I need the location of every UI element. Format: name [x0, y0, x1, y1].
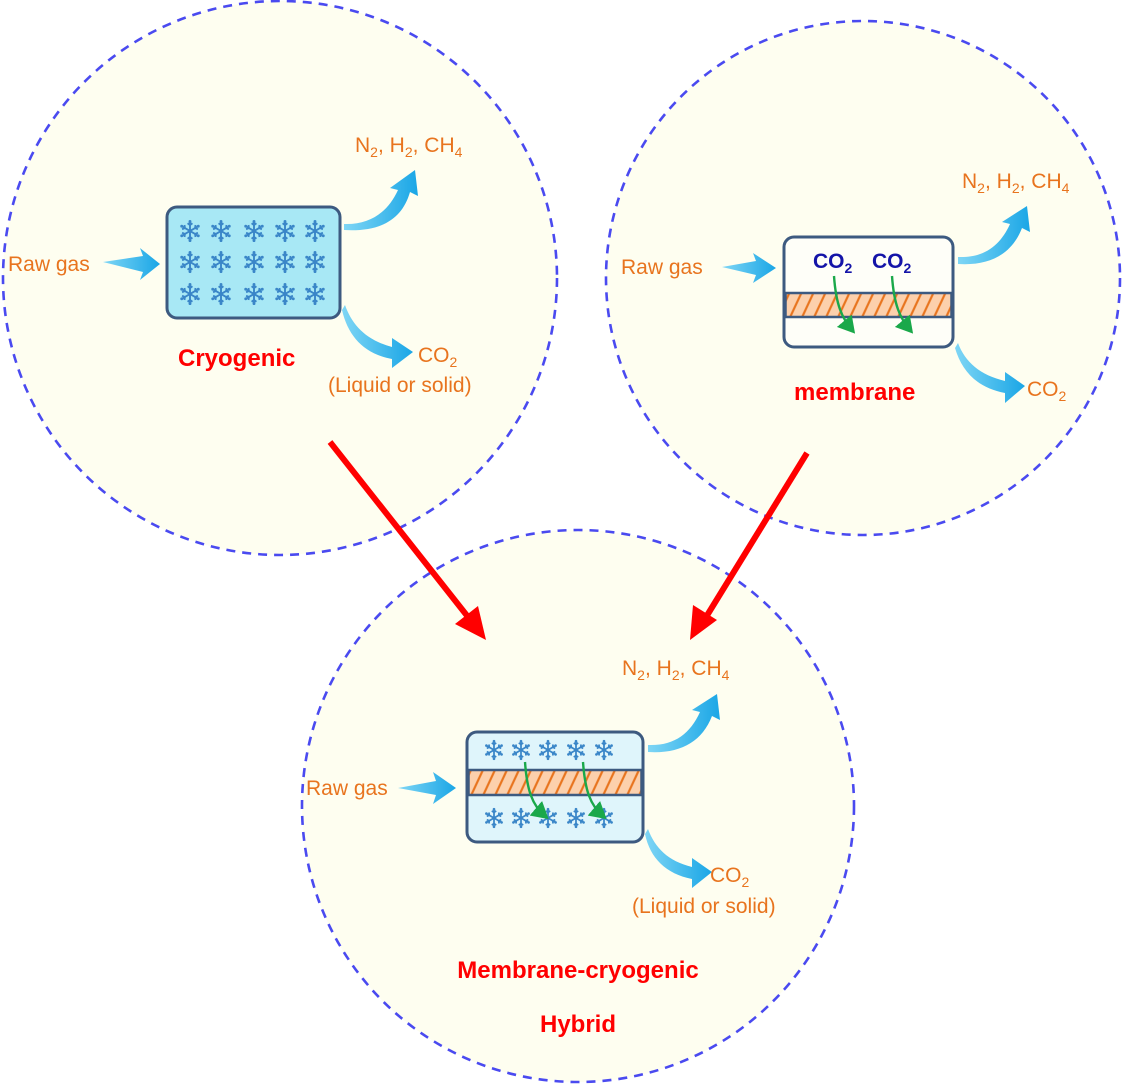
cryogenic-raw-gas-label: Raw gas — [8, 253, 90, 276]
membrane-layer — [784, 291, 953, 319]
hybrid-title-line1: Membrane-cryogenic — [457, 957, 698, 984]
membrane-top-outlet-label: N2, H2, CH4 — [962, 170, 1070, 196]
membrane-bottom-outlet-arrow — [955, 343, 1025, 403]
hybrid-panel: Raw gas N2, H2, CH4 CO2 (Liquid or solid… — [306, 657, 776, 1038]
membrane-title: membrane — [794, 379, 915, 406]
membrane-raw-gas-label: Raw gas — [621, 256, 703, 279]
cryogenic-panel: Raw gas N2, H2, CH4 CO2 (Liquid or solid… — [8, 134, 472, 397]
hybrid-top-outlet-arrow — [648, 694, 720, 753]
hybrid-top-outlet-label: N2, H2, CH4 — [622, 657, 730, 683]
membrane-bottom-outlet-label: CO2 — [1027, 378, 1067, 404]
cryogenic-inlet-arrow — [103, 248, 160, 280]
cryogenic-bottom-outlet-arrow — [342, 305, 413, 368]
cryogenic-bottom-outlet-note: (Liquid or solid) — [328, 374, 472, 397]
hybrid-bottom-outlet-note: (Liquid or solid) — [632, 895, 776, 918]
hybrid-permeate-arrow-1 — [523, 761, 549, 820]
hybrid-permeate-arrow-2 — [581, 761, 607, 820]
hybrid-title-line2: Hybrid — [540, 1011, 616, 1038]
cryogenic-title: Cryogenic — [178, 345, 295, 372]
cryogenic-bottom-outlet-label: CO2 — [418, 344, 458, 370]
hybrid-raw-gas-label: Raw gas — [306, 777, 388, 800]
membrane-permeate-arrow-2 — [890, 275, 914, 334]
hybrid-membrane-layer — [467, 768, 643, 797]
membrane-permeate-arrow-1 — [832, 275, 856, 334]
membrane-top-outlet-arrow — [958, 206, 1030, 265]
hybrid-bottom-outlet-arrow — [645, 829, 712, 888]
membrane-panel: Raw gas CO2 CO2 N2, H2, CH4 CO2 membrane — [621, 170, 1070, 406]
red-arrow-membrane-to-hybrid — [690, 451, 810, 640]
cryogenic-top-outlet-arrow — [344, 170, 418, 231]
cryogenic-top-outlet-label: N2, H2, CH4 — [355, 134, 463, 160]
hybrid-bottom-outlet-label: CO2 — [710, 864, 750, 890]
membrane-co2-label-1: CO2 — [813, 250, 853, 276]
membrane-inlet-arrow — [722, 253, 776, 283]
hybrid-inlet-arrow — [398, 772, 456, 804]
membrane-co2-label-2: CO2 — [872, 250, 912, 276]
red-arrow-cryogenic-to-hybrid — [327, 440, 486, 640]
